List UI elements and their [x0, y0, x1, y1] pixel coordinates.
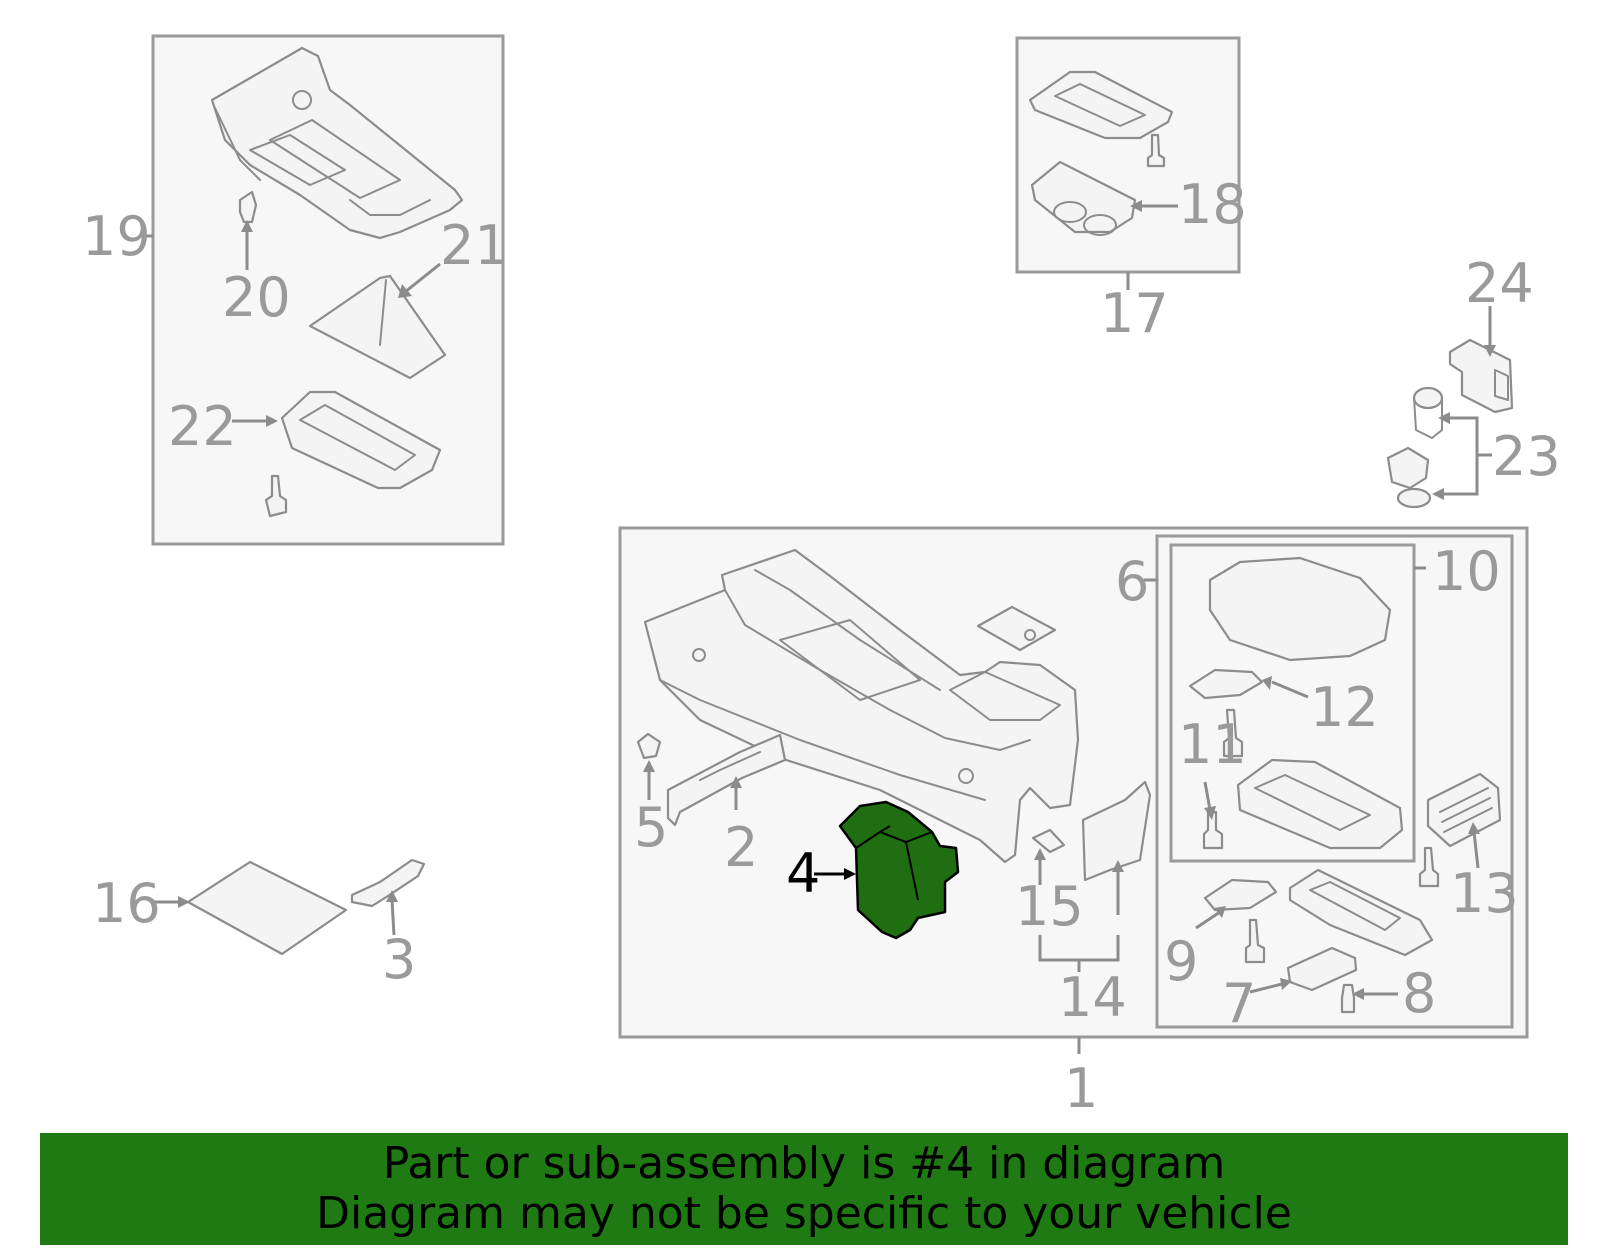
latch-part-12 — [1188, 668, 1264, 700]
callout-18: 18 — [1178, 173, 1247, 236]
shifter-trim-part — [1028, 70, 1174, 140]
socket-part-a — [1412, 386, 1444, 410]
armrest-box-part — [1236, 758, 1404, 850]
shift-boot-part — [308, 274, 447, 380]
banner-line-1: Part or sub-assembly is #4 in diagram — [382, 1138, 1226, 1189]
console-trim-panel — [210, 46, 464, 240]
callout-5: 5 — [634, 796, 668, 859]
screw-part-lower — [1244, 918, 1266, 964]
assembly-17-group — [1015, 36, 1241, 290]
callout-17: 17 — [1100, 282, 1169, 345]
callout-13: 13 — [1450, 862, 1519, 925]
mat-part-16 — [186, 860, 348, 956]
center-console-body — [643, 548, 1080, 864]
socket-part-b — [1386, 446, 1430, 490]
assembly-1-group — [618, 526, 1529, 1054]
callout-4[interactable]: 4 — [786, 842, 820, 905]
footer-banner: Part or sub-assembly is #4 in diagram Di… — [40, 1133, 1568, 1245]
armrest-lid-part — [1208, 556, 1392, 662]
assembly-19-group — [140, 34, 505, 546]
callout-16: 16 — [92, 872, 161, 935]
screw-part-11b — [1202, 810, 1224, 850]
callout-14: 14 — [1058, 966, 1127, 1029]
callout-2: 2 — [724, 816, 758, 879]
callout-10: 10 — [1432, 540, 1501, 603]
bracket-part-2 — [666, 733, 787, 827]
banner-line-2: Diagram may not be specific to your vehi… — [316, 1188, 1292, 1239]
switch-part-24 — [1448, 338, 1514, 414]
callout-19: 19 — [82, 205, 151, 268]
screw-part-13 — [1418, 846, 1440, 888]
callout-24: 24 — [1465, 252, 1534, 315]
callout-8: 8 — [1402, 962, 1436, 1025]
tray-part — [1288, 868, 1434, 957]
assembly-23-24-group — [1386, 306, 1514, 509]
screw-part — [1146, 133, 1166, 168]
callout-1: 1 — [1064, 1057, 1098, 1120]
callout-22: 22 — [168, 395, 237, 458]
callout-6: 6 — [1115, 550, 1149, 613]
highlighted-part-4[interactable] — [838, 800, 960, 940]
shift-bezel-part — [280, 390, 442, 490]
callout-23: 23 — [1492, 425, 1561, 488]
callout-11: 11 — [1178, 713, 1247, 776]
assembly-6-frame — [1155, 534, 1514, 1029]
callout-21: 21 — [440, 214, 509, 277]
latch-part-9 — [1203, 878, 1278, 912]
pad-part — [976, 605, 1057, 652]
callout-12: 12 — [1310, 676, 1379, 739]
screw-part-8 — [1340, 983, 1356, 1014]
screw-part — [264, 474, 288, 518]
bracket-part-3 — [350, 858, 426, 908]
callout-7: 7 — [1222, 972, 1256, 1035]
cup-holder-part — [1030, 160, 1137, 234]
callout-20: 20 — [222, 266, 291, 329]
callout-9: 9 — [1164, 930, 1198, 993]
loose-parts-group — [152, 858, 426, 956]
assembly-17-frame — [1015, 36, 1241, 274]
callout-15: 15 — [1015, 875, 1084, 938]
screw-part-11 — [1222, 708, 1244, 758]
callout-3: 3 — [382, 928, 416, 991]
side-panel-part — [1081, 780, 1152, 882]
clip-part — [238, 190, 258, 224]
clip-part-15 — [1031, 828, 1066, 854]
clip-part-5 — [636, 732, 662, 760]
